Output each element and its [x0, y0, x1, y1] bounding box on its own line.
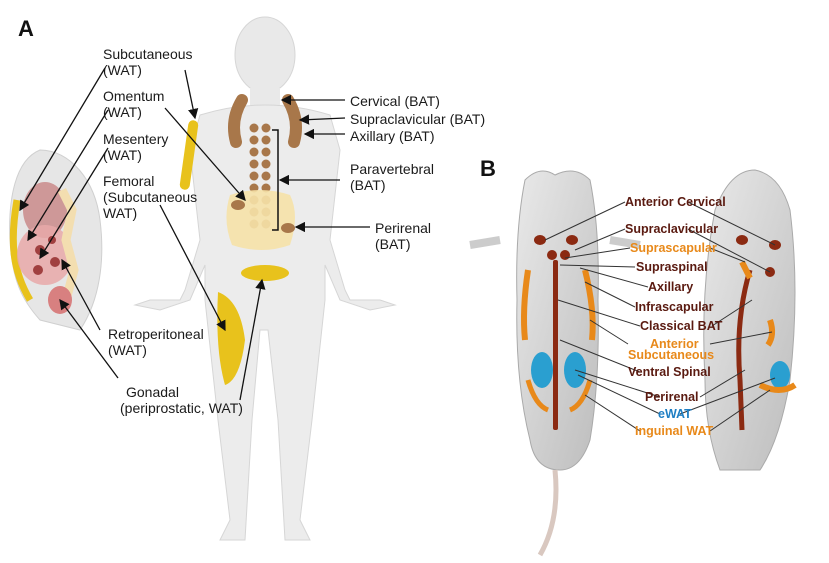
label-gonadal: Gonadal(periprostatic, WAT)	[120, 384, 243, 416]
side-torso	[10, 150, 102, 330]
label-omentum: Omentum(WAT)	[103, 88, 164, 120]
label-supraclavicular: Supraclavicular (BAT)	[350, 111, 485, 127]
mouse-label-ewat: eWAT	[658, 407, 692, 421]
mouse-label-inguinal-wat: Inguinal WAT	[635, 424, 713, 438]
mouse-label-infrascapular: Infrascapular	[635, 300, 714, 314]
mouse-label-classical-bat: Classical BAT	[640, 319, 722, 333]
mouse-label-anterior-cervical: Anterior Cervical	[625, 195, 726, 209]
mouse-label-perirenal: Perirenal	[645, 390, 699, 404]
label-mesentery: Mesentery(WAT)	[103, 131, 168, 163]
label-retroperitoneal: Retroperitoneal(WAT)	[108, 326, 204, 358]
mouse-label-ventral-spinal: Ventral Spinal	[628, 365, 711, 379]
label-paravertebral: Paravertebral(BAT)	[350, 161, 434, 193]
label-subcutaneous: Subcutaneous(WAT)	[103, 46, 193, 78]
mouse-ventral	[470, 171, 640, 555]
mouse-label-axillary: Axillary	[648, 280, 693, 294]
label-cervical: Cervical (BAT)	[350, 93, 440, 109]
mouse-label-subcutaneous: Subcutaneous	[628, 348, 714, 362]
mouse-label-supraclavicular: Supraclavicular	[625, 222, 718, 236]
mouse-label-suprascapular: Suprascapular	[630, 241, 717, 255]
panel-a-letter: A	[18, 16, 34, 42]
mouse-label-supraspinal: Supraspinal	[636, 260, 708, 274]
panel-b-letter: B	[480, 156, 496, 182]
label-perirenal-human: Perirenal(BAT)	[375, 220, 431, 252]
label-axillary: Axillary (BAT)	[350, 128, 435, 144]
